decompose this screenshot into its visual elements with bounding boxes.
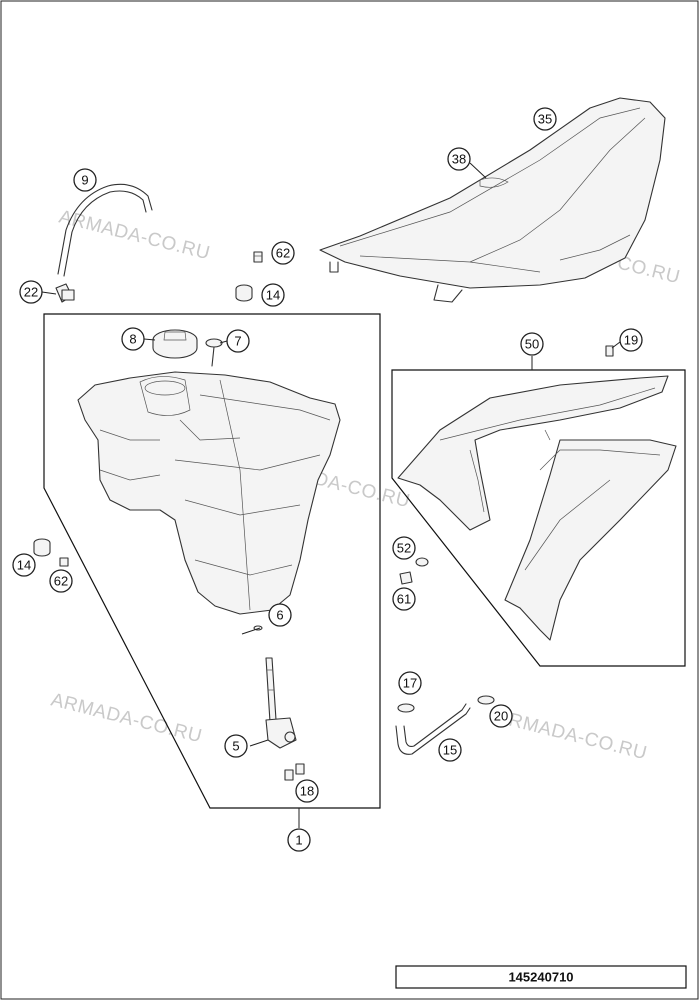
svg-text:17: 17 <box>403 676 417 691</box>
watermark: ARMADA-CO.RU <box>49 689 204 747</box>
spacer-and-nut-top <box>235 251 263 302</box>
callout-leaders <box>41 162 621 349</box>
seat-drawing <box>319 97 666 303</box>
svg-text:7: 7 <box>234 334 241 349</box>
svg-text:19: 19 <box>624 333 638 348</box>
hardware-52-61 <box>399 557 429 585</box>
spacer-and-nut-left <box>33 538 69 567</box>
callout-50[interactable]: 50 <box>520 332 544 356</box>
callout-22[interactable]: 22 <box>19 280 43 304</box>
svg-text:5: 5 <box>232 739 239 754</box>
callout-1[interactable]: 1 <box>287 828 311 852</box>
svg-text:8: 8 <box>129 332 136 347</box>
svg-text:14: 14 <box>266 288 280 303</box>
callout-15[interactable]: 15 <box>438 738 462 762</box>
svg-text:52: 52 <box>397 541 411 556</box>
callout-6[interactable]: 6 <box>268 603 292 627</box>
callout-62-top[interactable]: 62 <box>271 241 295 265</box>
svg-text:15: 15 <box>443 743 457 758</box>
fuel-hose-drawing <box>395 695 495 755</box>
callout-14-left[interactable]: 14 <box>12 553 36 577</box>
fuel-tank-drawing <box>77 371 341 615</box>
callout-8[interactable]: 8 <box>121 327 145 351</box>
svg-text:18: 18 <box>300 784 314 799</box>
drawing-number: 145240710 <box>508 970 573 985</box>
callout-62-left[interactable]: 62 <box>49 569 73 593</box>
fuel-tap-drawing <box>241 625 305 781</box>
svg-text:22: 22 <box>24 285 38 300</box>
svg-text:9: 9 <box>81 173 88 188</box>
callout-52[interactable]: 52 <box>392 536 416 560</box>
callouts: 1 5 6 7 8 9 14 14 15 17 18 19 20 22 35 3… <box>12 107 643 852</box>
callout-18[interactable]: 18 <box>295 779 319 803</box>
svg-text:50: 50 <box>525 337 539 352</box>
svg-text:6: 6 <box>276 608 283 623</box>
svg-text:62: 62 <box>54 574 68 589</box>
tank-cap-drawing <box>152 329 223 367</box>
breather-hose-drawing <box>55 183 153 303</box>
spoilers-drawing <box>397 345 677 641</box>
callout-5[interactable]: 5 <box>224 734 248 758</box>
svg-text:61: 61 <box>397 592 411 607</box>
callout-38[interactable]: 38 <box>447 147 471 171</box>
svg-text:20: 20 <box>494 709 508 724</box>
callout-14-top[interactable]: 14 <box>261 283 285 307</box>
fuel-tank-frame <box>43 313 381 828</box>
callout-17[interactable]: 17 <box>398 671 422 695</box>
svg-text:14: 14 <box>17 558 31 573</box>
spoiler-frame <box>391 356 686 667</box>
callout-9[interactable]: 9 <box>73 168 97 192</box>
svg-text:35: 35 <box>538 112 552 127</box>
callout-20[interactable]: 20 <box>489 704 513 728</box>
svg-text:38: 38 <box>452 152 466 167</box>
callout-35[interactable]: 35 <box>533 107 557 131</box>
svg-text:62: 62 <box>276 246 290 261</box>
callout-19[interactable]: 19 <box>619 328 643 352</box>
callout-61[interactable]: 61 <box>392 587 416 611</box>
svg-text:1: 1 <box>295 833 302 848</box>
callout-7[interactable]: 7 <box>226 329 250 353</box>
watermark: ARMADA-CO.RU <box>494 706 649 764</box>
drawing-number-box: 145240710 <box>395 965 687 989</box>
